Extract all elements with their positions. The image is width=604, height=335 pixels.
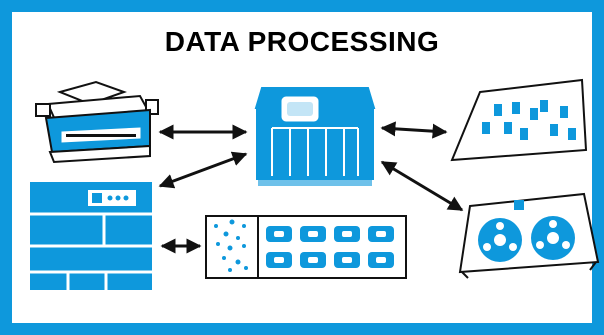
diagram-title: DATA PROCESSING (164, 26, 440, 57)
arrow-processor-tape (380, 160, 464, 212)
arrow-processor-disk (380, 121, 448, 139)
arrow-processor-console (158, 151, 248, 189)
tape-drive-icon (458, 192, 600, 279)
disk-storage-icon (450, 78, 588, 162)
control-console-icon (30, 182, 152, 290)
central-processor-icon (254, 87, 376, 186)
printer-icon (35, 80, 159, 164)
card-reader-icon (205, 215, 407, 279)
